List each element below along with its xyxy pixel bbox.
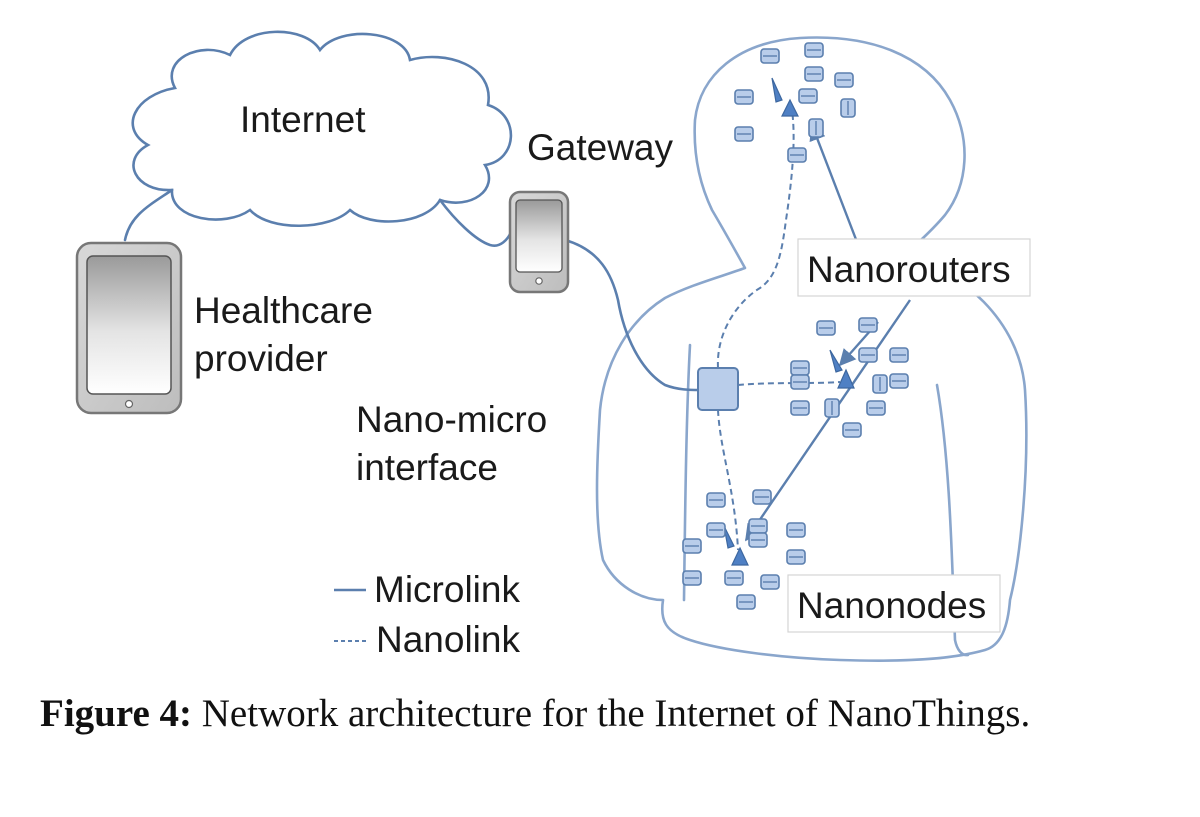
legend-nanolink-label: Nanolink xyxy=(376,619,520,660)
healthcare-tablet-icon xyxy=(75,241,183,415)
figure-caption-text: Network architecture for the Internet of… xyxy=(201,692,1031,735)
figure-caption-label: Figure 4: xyxy=(40,692,193,735)
nanorouter-icons xyxy=(723,77,855,566)
network-architecture-diagram: Internet xyxy=(75,30,1031,662)
gateway-phone-icon xyxy=(508,190,570,294)
nanonode-cluster-abdomen xyxy=(682,489,806,610)
legend: Microlink Nanolink xyxy=(334,569,520,660)
figure-caption: Figure 4: Network architecture for the I… xyxy=(40,690,1130,738)
gateway-label: Gateway xyxy=(527,127,674,168)
legend-microlink-label: Microlink xyxy=(374,569,520,610)
interface-label-line2: interface xyxy=(356,447,498,488)
healthcare-label-line1: Healthcare xyxy=(194,290,373,331)
nano-micro-interface-box xyxy=(697,367,739,411)
interface-label-line1: Nano-micro xyxy=(356,399,547,440)
nanonode-cluster-head xyxy=(734,42,856,163)
nanorouters-label: Nanorouters xyxy=(807,249,1011,290)
internet-cloud: Internet xyxy=(131,30,513,227)
nanonodes-label-box xyxy=(787,574,1001,633)
healthcare-label-line2: provider xyxy=(194,338,328,379)
microlinks xyxy=(123,188,702,392)
nanorouters-label-box xyxy=(797,238,1031,297)
nanonodes-label: Nanonodes xyxy=(797,585,986,626)
internet-label: Internet xyxy=(240,99,366,140)
